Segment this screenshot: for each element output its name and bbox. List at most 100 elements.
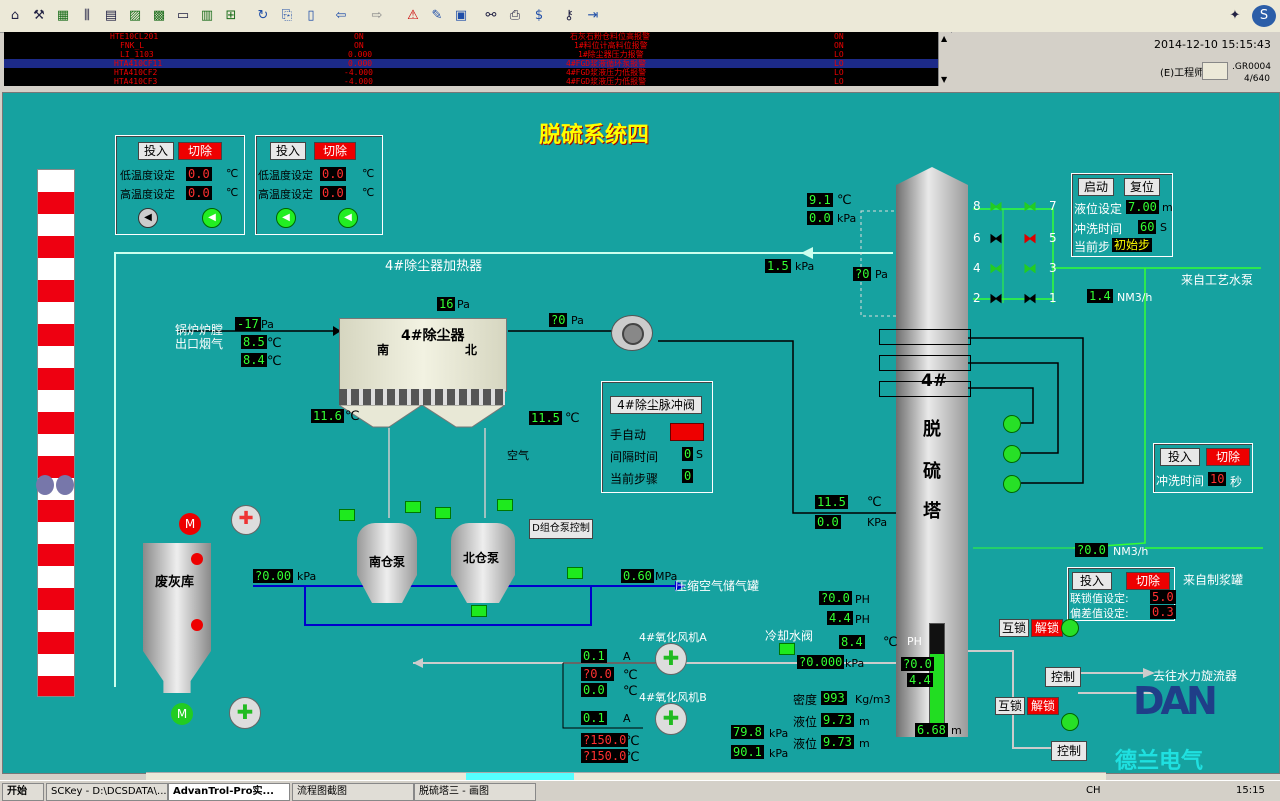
high-temp-value[interactable]: 0.0 [186, 186, 212, 200]
book-icon[interactable]: ▯ [300, 5, 322, 27]
alarm-row[interactable]: HTA410CF2-4.0004#FGD浆液压力低报警LO [4, 68, 938, 77]
alarm-row[interactable]: HTA410CF3-4.0004#FGD浆液压力低报警LO [4, 77, 938, 86]
auto-toggle[interactable] [670, 423, 704, 441]
wash-valve-icon[interactable]: ⧓ [1023, 231, 1037, 247]
boiler-pressure[interactable]: -17 [235, 317, 261, 331]
network-icon[interactable]: ⊞ [220, 5, 242, 27]
wash-valve-icon[interactable]: ⧓ [989, 261, 1003, 277]
pressure-value-1[interactable]: 79.8 [731, 725, 764, 739]
step-value[interactable]: 初始步 [1112, 238, 1152, 252]
wash-valve-icon[interactable]: ⧓ [989, 199, 1003, 215]
tower-ph-2[interactable]: 4.4 [907, 673, 933, 687]
flush-time-value[interactable]: 10 [1208, 472, 1226, 486]
forward-icon[interactable]: ⇨ [366, 5, 388, 27]
cooling-pressure[interactable]: ?0.000 [797, 655, 844, 669]
step-value[interactable]: 0 [682, 469, 693, 483]
flush-off-button[interactable]: 切除 [1206, 448, 1250, 466]
air-pressure-left[interactable]: ?0.00 [253, 569, 293, 583]
task-screenshot[interactable]: 流程图截图 [292, 783, 414, 801]
pump-control-button[interactable]: D组仓泵控制 [529, 519, 593, 539]
pump-icon[interactable] [1061, 619, 1079, 637]
motor-icon[interactable]: M [179, 513, 201, 535]
level-value-1[interactable]: 9.73 [821, 713, 854, 727]
alarm-row-selected[interactable]: HTA410CF110.0004#FGD浆液循环泵报警LO [4, 59, 938, 68]
trend-icon[interactable]: ⫼ [76, 5, 98, 27]
control-button-2[interactable]: 控制 [1051, 741, 1087, 761]
process-water-flow[interactable]: 1.4 [1087, 289, 1113, 303]
slurry-flow[interactable]: ?0.0 [1075, 543, 1108, 557]
wash-valve-icon[interactable]: ⧓ [1023, 199, 1037, 215]
wash-time-value[interactable]: 60 [1138, 220, 1156, 234]
tools-icon[interactable]: ⚒ [28, 5, 50, 27]
fan-icon[interactable]: ✚ [229, 697, 261, 729]
alarm-list[interactable]: HTE10CL201ON石灰石粉仓料位高报警ON FNK_LON1#料位计高料位… [4, 32, 938, 86]
link-value[interactable]: 5.0 [1150, 590, 1176, 604]
induced-draft-fan-icon[interactable] [611, 315, 653, 351]
tower-line-pressure[interactable]: 1.5 [765, 259, 791, 273]
tower-mid-pressure[interactable]: ?0 [853, 267, 871, 281]
dev-value[interactable]: 0.3 [1150, 605, 1176, 619]
scroll-down-icon[interactable]: ▼ [941, 75, 947, 84]
flush-on-button[interactable]: 投入 [1160, 448, 1200, 466]
print-icon[interactable]: ⎙ [504, 5, 526, 27]
grid-icon[interactable]: ▦ [52, 5, 74, 27]
page-icon[interactable]: ⎘ [276, 5, 298, 27]
window-icon[interactable]: ▣ [450, 5, 472, 27]
pulse-title-button[interactable]: 4#除尘脉冲阀 [610, 396, 702, 414]
tower-top-temp[interactable]: 9.1 [807, 193, 833, 207]
dust-temp-right[interactable]: 11.5 [529, 411, 562, 425]
start-button[interactable]: 启动 [1078, 178, 1114, 196]
user-icon[interactable] [1202, 62, 1228, 80]
unlock-button-1[interactable]: 解锁 [1031, 619, 1063, 637]
circulation-pump-icon[interactable] [1003, 415, 1021, 433]
ph-value-1[interactable]: ?0.0 [819, 591, 852, 605]
boiler-temp-1[interactable]: 8.5 [241, 335, 267, 349]
lock-button-2[interactable]: 互锁 [995, 697, 1025, 715]
motor-icon[interactable]: M [171, 703, 193, 725]
key-icon[interactable]: ⚷ [558, 5, 580, 27]
heater2-on-button[interactable]: 投入 [270, 142, 306, 160]
circulation-pump-icon[interactable] [1003, 445, 1021, 463]
task-sckey[interactable]: SCKey - D:\DCSDATA\... [46, 783, 168, 801]
scroll-up-icon[interactable]: ▲ [941, 34, 947, 43]
tower-level-value[interactable]: 6.68 [915, 723, 948, 737]
fan-b-temp-2[interactable]: ?150.0 [581, 749, 628, 763]
ph-value-2[interactable]: 4.4 [827, 611, 853, 625]
wash-valve-icon[interactable]: ⧓ [1023, 261, 1037, 277]
list-icon[interactable]: ▭ [172, 5, 194, 27]
dust-out-pressure[interactable]: ?0 [549, 313, 567, 327]
control-button-1[interactable]: 控制 [1045, 667, 1081, 687]
dust-temp-left[interactable]: 11.6 [311, 409, 344, 423]
low-temp-value[interactable]: 0.0 [320, 167, 346, 181]
dust-top-pressure[interactable]: 16 [437, 297, 455, 311]
chart-icon[interactable]: ▨ [124, 5, 146, 27]
alarm-scrollbar[interactable]: ▲ ▼ [938, 32, 951, 86]
fan-b-temp-1[interactable]: ?150.0 [581, 733, 628, 747]
heater-pump-icon[interactable]: ◀ [276, 208, 296, 228]
list2-icon[interactable]: ▥ [196, 5, 218, 27]
cooling-temp[interactable]: 8.4 [839, 635, 865, 649]
interval-value[interactable]: 0 [682, 447, 693, 461]
map-icon[interactable]: ✦ [1222, 5, 1248, 27]
high-temp-value[interactable]: 0.0 [320, 186, 346, 200]
fan-a-temp-1[interactable]: ?0.0 [581, 667, 614, 681]
alarm-row[interactable]: LI_11030.0001#除尘器压力报警LO [4, 50, 938, 59]
fan-a-temp-2[interactable]: 0.0 [581, 683, 607, 697]
tower-ph-1[interactable]: ?0.0 [901, 657, 934, 671]
table-icon[interactable]: ▩ [148, 5, 170, 27]
logo-icon[interactable]: S [1252, 5, 1276, 27]
wash-valve-icon[interactable]: ⧓ [1023, 291, 1037, 307]
language-indicator[interactable]: CH [1086, 785, 1101, 796]
fan-icon[interactable]: ✚ [231, 505, 261, 535]
density-value[interactable]: 993 [821, 691, 847, 705]
dollar-icon[interactable]: $ [528, 5, 550, 27]
air-tank-pressure[interactable]: 0.60 [621, 569, 654, 583]
boiler-temp-2[interactable]: 8.4 [241, 353, 267, 367]
alarm-row[interactable]: FNK_LON1#料位计高料位报警ON [4, 41, 938, 50]
heater-pump-icon[interactable]: ◀ [338, 208, 358, 228]
back-icon[interactable]: ⇦ [330, 5, 352, 27]
circulation-pump-icon[interactable] [1003, 475, 1021, 493]
pump-icon[interactable] [1061, 713, 1079, 731]
lock-button-1[interactable]: 互锁 [999, 619, 1029, 637]
tower-inlet-temp[interactable]: 11.5 [815, 495, 848, 509]
